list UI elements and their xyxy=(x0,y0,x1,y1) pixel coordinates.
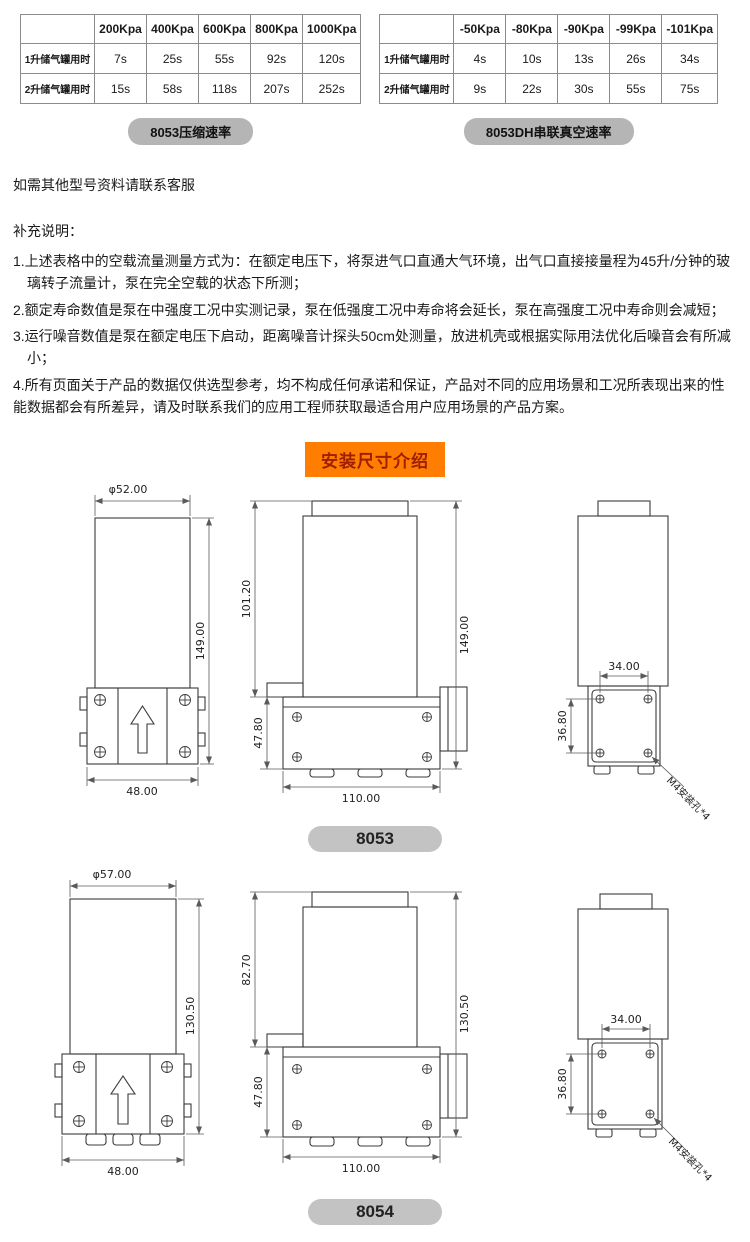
vacuum-table: -50Kpa -80Kpa -90Kpa -99Kpa -101Kpa 1升储气… xyxy=(379,14,719,104)
installation-drawing-8054: φ57.00 130.50 48.00 xyxy=(54,868,715,1184)
tables-row: 200Kpa 400Kpa 600Kpa 800Kpa 1000Kpa 1升储气… xyxy=(0,0,750,145)
row-label: 2升储气罐用时 xyxy=(379,73,455,104)
note-item-3: 3.运行噪音数值是泵在额定电压下启动，距离噪音计探头50cm处测量，放进机壳或根… xyxy=(13,328,731,367)
side-view-8053: 101.20 47.80 149.00 110.00 xyxy=(240,500,471,805)
dim-label-front-width: 48.00 xyxy=(126,785,158,798)
dim-label-side-base: 47.80 xyxy=(252,717,265,749)
dim-label-rear-span: 34.00 xyxy=(608,660,640,673)
col-header: 800Kpa xyxy=(250,14,303,44)
value-cell: 9s xyxy=(453,73,507,104)
value-cell: 7s xyxy=(94,43,147,74)
dim-label-front-height: 130.50 xyxy=(184,997,197,1036)
value-cell: 25s xyxy=(146,43,199,74)
front-view-8053: φ52.00 149.00 48.00 xyxy=(79,483,214,798)
model-badge-8054: 8054 xyxy=(308,1199,442,1226)
value-cell: 34s xyxy=(661,43,719,74)
value-cell: 22s xyxy=(505,73,559,104)
front-view-8054: φ57.00 130.50 48.00 xyxy=(54,868,204,1178)
dim-label-side-height: 149.00 xyxy=(458,616,471,655)
compression-caption-pill: 8053压缩速率 xyxy=(128,118,254,145)
section-title-banner: 安装尺寸介绍 xyxy=(305,442,445,478)
value-cell: 92s xyxy=(250,43,303,74)
table-row: 2升储气罐用时 9s 22s 30s 55s 75s xyxy=(379,73,719,104)
notes-section: 如需其他型号资料请联系客服 补充说明： 1.上述表格中的空载流量测量方式为：在额… xyxy=(0,175,750,418)
value-cell: 55s xyxy=(609,73,663,104)
note-item-2: 2.额定寿命数值是泵在中强度工况中实测记录，泵在低强度工况中寿命将会延长，泵在高… xyxy=(13,301,725,318)
note-item-1: 1.上述表格中的空载流量测量方式为：在额定电压下，将泵进气口直通大气环境，出气口… xyxy=(13,253,731,292)
dim-label-side-upper: 101.20 xyxy=(240,580,253,619)
note-item-4: 4.所有页面关于产品的数据仅供选型参考，均不构成任何承诺和保证，产品对不同的应用… xyxy=(13,376,725,415)
table-row: 2升储气罐用时 15s 58s 118s 207s 252s xyxy=(20,73,362,104)
dim-label-front-height: 149.00 xyxy=(194,622,207,661)
dim-label-rear-span: 34.00 xyxy=(610,1013,642,1026)
dim-label-rear-hole: M4安装孔*4 xyxy=(664,774,713,823)
table-row: 1升储气罐用时 7s 25s 55s 92s 120s xyxy=(20,43,362,74)
compression-table-block: 200Kpa 400Kpa 600Kpa 800Kpa 1000Kpa 1升储气… xyxy=(20,14,362,145)
dim-label-front-width: 48.00 xyxy=(107,1165,139,1178)
rear-view-8053: 34.00 36.80 M4安装孔*4 xyxy=(556,500,713,823)
col-header: -90Kpa xyxy=(557,14,611,44)
contact-note: 如需其他型号资料请联系客服 xyxy=(13,177,195,193)
col-header: 400Kpa xyxy=(146,14,199,44)
value-cell: 207s xyxy=(250,73,303,104)
value-cell: 55s xyxy=(198,43,251,74)
value-cell: 75s xyxy=(661,73,719,104)
col-header: -50Kpa xyxy=(453,14,507,44)
flow-arrow-icon xyxy=(129,705,156,754)
dim-label-side-width: 110.00 xyxy=(342,792,381,805)
row-label: 2升储气罐用时 xyxy=(20,73,95,104)
value-cell: 252s xyxy=(301,73,362,104)
installation-drawing-8053: φ52.00 149.00 48.00 xyxy=(79,483,713,823)
value-cell: 15s xyxy=(94,73,147,104)
value-cell: 118s xyxy=(198,73,251,104)
value-cell: 10s xyxy=(505,43,559,74)
compression-table: 200Kpa 400Kpa 600Kpa 800Kpa 1000Kpa 1升储气… xyxy=(20,14,362,104)
col-header: 200Kpa xyxy=(94,14,147,44)
notes-title: 补充说明： xyxy=(13,222,83,239)
dim-label-side-width: 110.00 xyxy=(342,1162,381,1175)
vacuum-caption-pill: 8053DH串联真空速率 xyxy=(463,118,634,145)
vacuum-table-block: -50Kpa -80Kpa -90Kpa -99Kpa -101Kpa 1升储气… xyxy=(379,14,719,145)
col-header: 600Kpa xyxy=(198,14,251,44)
model-badge-8053: 8053 xyxy=(308,826,442,853)
dim-label-front-dia: φ57.00 xyxy=(93,868,132,881)
value-cell: 26s xyxy=(609,43,663,74)
col-header: -99Kpa xyxy=(609,14,663,44)
corner-cell xyxy=(20,14,95,44)
value-cell: 120s xyxy=(301,43,362,74)
row-label: 1升储气罐用时 xyxy=(379,43,455,74)
dim-label-front-dia: φ52.00 xyxy=(109,483,148,496)
row-label: 1升储气罐用时 xyxy=(20,43,95,74)
header-row: -50Kpa -80Kpa -90Kpa -99Kpa -101Kpa xyxy=(379,14,719,44)
dim-label-rear-vspan: 36.80 xyxy=(556,710,569,742)
dim-label-rear-hole: M4安装孔*4 xyxy=(666,1135,715,1184)
col-header: -101Kpa xyxy=(661,14,719,44)
value-cell: 13s xyxy=(557,43,611,74)
header-row: 200Kpa 400Kpa 600Kpa 800Kpa 1000Kpa xyxy=(20,14,362,44)
value-cell: 4s xyxy=(453,43,507,74)
value-cell: 58s xyxy=(146,73,199,104)
dim-label-rear-vspan: 36.80 xyxy=(556,1068,569,1100)
rear-view-8054: 34.00 36.80 M4安装孔*4 xyxy=(556,893,715,1184)
dim-label-side-height: 130.50 xyxy=(458,995,471,1034)
dim-label-side-upper: 82.70 xyxy=(240,954,253,986)
side-view-8054: 82.70 47.80 130.50 110.00 xyxy=(240,891,471,1175)
col-header: -80Kpa xyxy=(505,14,559,44)
corner-cell xyxy=(379,14,455,44)
col-header: 1000Kpa xyxy=(301,14,362,44)
value-cell: 30s xyxy=(557,73,611,104)
dim-label-side-base: 47.80 xyxy=(252,1076,265,1108)
flow-arrow-icon xyxy=(109,1075,137,1125)
table-row: 1升储气罐用时 4s 10s 13s 26s 34s xyxy=(379,43,719,74)
